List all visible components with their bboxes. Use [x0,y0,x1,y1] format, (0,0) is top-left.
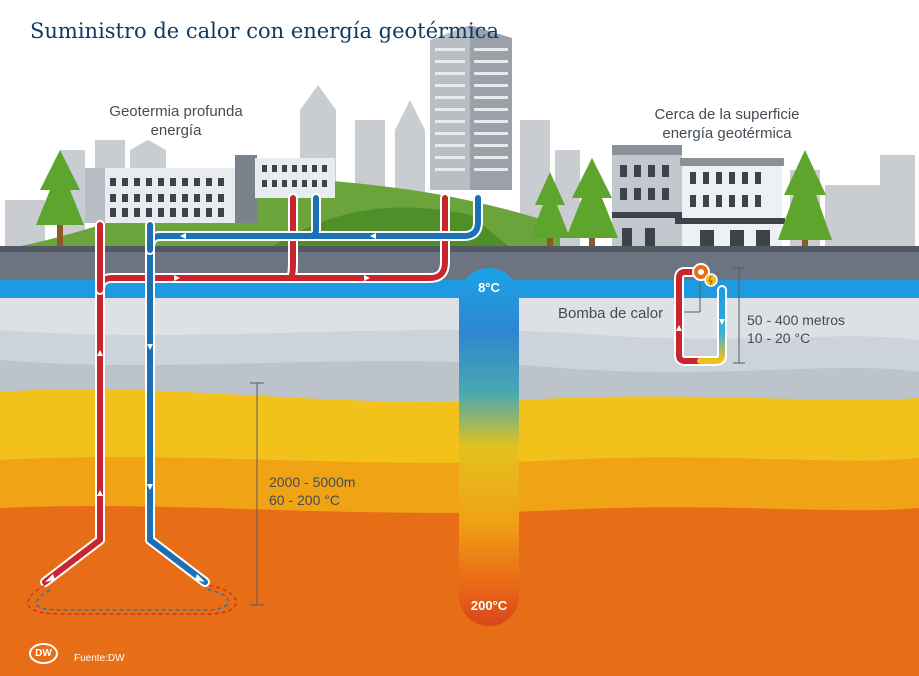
source-credit: Fuente:DW [74,653,125,664]
left-buildings [85,155,335,223]
right-buildings [612,145,785,248]
deep-depth-text: 2000 - 5000m [269,474,356,490]
heat-pump-label: Bomba de calor [558,305,664,322]
tall-tower [430,25,512,190]
near-depth-text: 50 - 400 metros [747,312,846,328]
groundwater-layer [0,280,919,298]
deep-temp-text: 60 - 200 °C [269,492,340,508]
near-label-line1: Cerca de la superficie [654,106,800,123]
temp-top-label: 8°C [478,280,500,295]
heat-pump-icon [692,263,718,287]
near-depth-marker [733,267,745,364]
deep-label-line2: energía [150,122,202,139]
deep-pipes [40,193,483,587]
shallow-loop-arrows [676,319,725,331]
near-surface-label: Cerca de la superficie energía geotérmic… [636,105,818,143]
horizontal-borehole-blue [35,588,229,611]
deep-geothermal-label: Geotermia profunda energía [92,102,260,140]
trees [36,150,832,270]
page-title: Suministro de calor con energía geotérmi… [30,19,499,43]
dw-logo: DW [29,643,58,664]
deep-depth-marker [250,382,264,606]
temp-bottom-label: 200°C [470,598,508,613]
street-edge [0,246,919,252]
near-depth-label: 50 - 400 metros 10 - 20 °C [747,311,845,347]
near-temp-text: 10 - 20 °C [747,330,811,346]
shallow-loop [674,267,727,366]
deep-label-line1: Geotermia profunda [109,103,243,120]
temperature-gradient-bar [459,268,519,626]
flow-arrows [45,233,376,582]
deep-depth-label: 2000 - 5000m 60 - 200 °C [269,473,355,509]
near-label-line2: energía geotérmica [662,125,792,142]
